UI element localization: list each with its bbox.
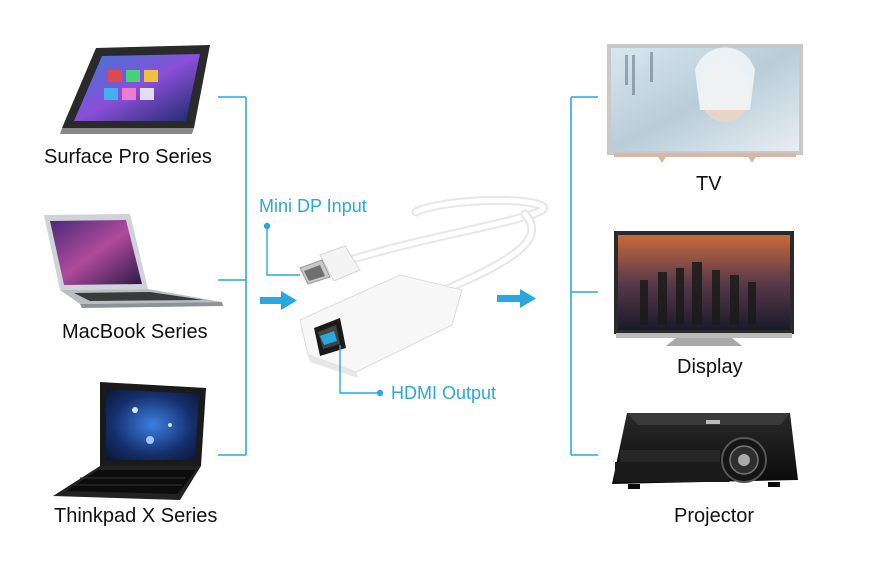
adapter-cable [333,195,549,297]
tv-icon [607,44,803,163]
source-label-surface-pro: Surface Pro Series [44,146,212,168]
thinkpad-laptop-icon [53,382,206,500]
output-leader-line [339,345,384,397]
hdmi-port-icon [299,274,463,378]
right-bracket [570,96,598,456]
mini-dp-plug-icon [299,245,361,285]
output-arrow-icon [497,289,536,308]
tablet-icon [60,45,210,134]
target-label-display: Display [677,356,743,378]
left-bracket [218,96,247,456]
input-leader-line [263,222,300,276]
mini-dp-input-label: Mini DP Input [259,196,367,216]
projector-icon [612,413,798,489]
target-label-projector: Projector [674,505,755,527]
source-label-macbook: MacBook Series [62,321,208,343]
macbook-laptop-icon [44,214,223,308]
source-label-thinkpad: Thinkpad X Series [54,505,218,527]
target-label-tv: TV [696,173,722,195]
input-arrow-icon [260,291,297,310]
display-icon [614,231,794,346]
hdmi-output-label: HDMI Output [391,383,497,403]
